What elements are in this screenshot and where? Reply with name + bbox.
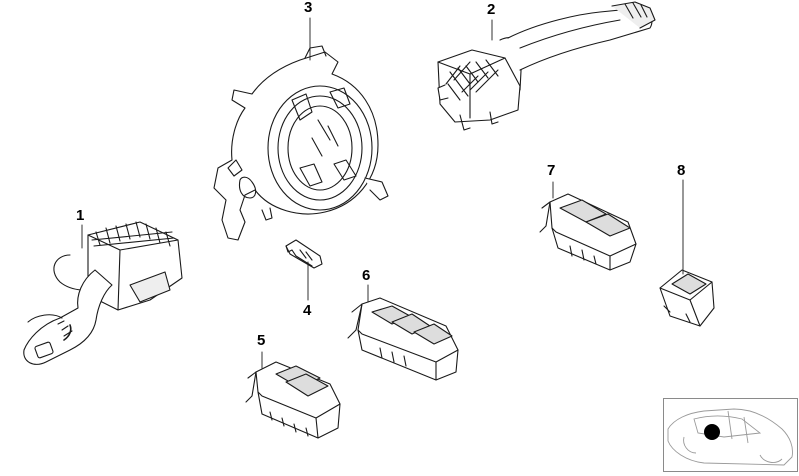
location-marker-icon [704, 424, 720, 440]
callout-1: 1 [76, 207, 85, 224]
double-window-switch-icon[interactable] [539, 193, 637, 271]
clock-spring-coil-icon[interactable] [213, 45, 389, 241]
steering-column-switch-with-stalk-icon[interactable] [23, 221, 183, 365]
callout-7: 7 [547, 162, 556, 179]
callout-6: 6 [362, 267, 371, 284]
triple-window-switch-icon[interactable] [347, 297, 459, 381]
double-window-switch-icon[interactable] [245, 361, 341, 439]
car-location-thumbnail-icon[interactable] [663, 398, 798, 472]
turn-signal-stalk-switch-icon[interactable] [437, 1, 656, 131]
single-window-switch-icon[interactable] [659, 269, 715, 327]
callout-5: 5 [257, 332, 266, 349]
callout-2: 2 [487, 1, 496, 18]
callout-8: 8 [677, 162, 686, 179]
callout-leaders [81, 17, 684, 369]
callout-4: 4 [303, 302, 312, 319]
push-pin-icon[interactable] [285, 239, 323, 269]
callout-3: 3 [304, 0, 313, 16]
car-outline-icon [667, 408, 793, 466]
